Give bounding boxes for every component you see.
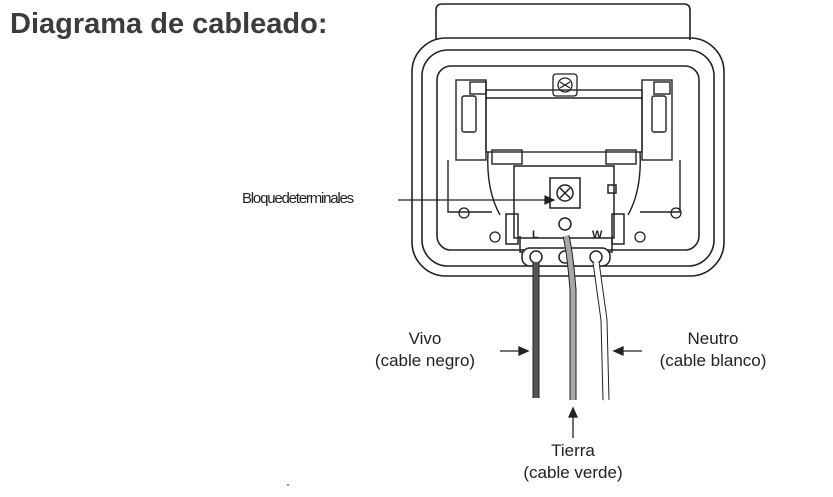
neutral-label-sub: (cable blanco) xyxy=(659,351,767,370)
mounting-bracket xyxy=(447,79,681,216)
neutral-wire xyxy=(592,261,610,401)
terminal-block-label: Bloquedeterminales xyxy=(242,190,354,207)
ground-label-main: Tierra xyxy=(551,441,595,460)
ground-arrow-icon xyxy=(567,406,579,438)
top-screw-icon xyxy=(552,73,578,97)
live-label: Vivo (cable negro) xyxy=(358,328,492,372)
live-label-main: Vivo xyxy=(408,329,442,348)
live-label-sub: (cable negro) xyxy=(374,351,476,370)
neutral-arrow-icon xyxy=(612,345,642,357)
corner-screws xyxy=(458,207,682,243)
device-housing xyxy=(411,3,725,277)
page-title: Diagrama de cableado: xyxy=(10,8,328,40)
terminal-block-pointer xyxy=(398,195,556,205)
stray-mark xyxy=(287,484,289,486)
neutral-label-main: Neutro xyxy=(687,329,739,348)
terminal-l-label: L xyxy=(532,229,539,241)
ground-label: Tierra (cable verde) xyxy=(508,440,638,484)
neutral-label: Neutro (cable blanco) xyxy=(646,328,780,372)
ground-label-sub: (cable verde) xyxy=(523,463,623,482)
live-arrow-icon xyxy=(500,345,530,357)
terminal-w-label: W xyxy=(592,229,603,241)
ground-wire xyxy=(562,235,577,400)
terminal-block xyxy=(505,165,625,253)
